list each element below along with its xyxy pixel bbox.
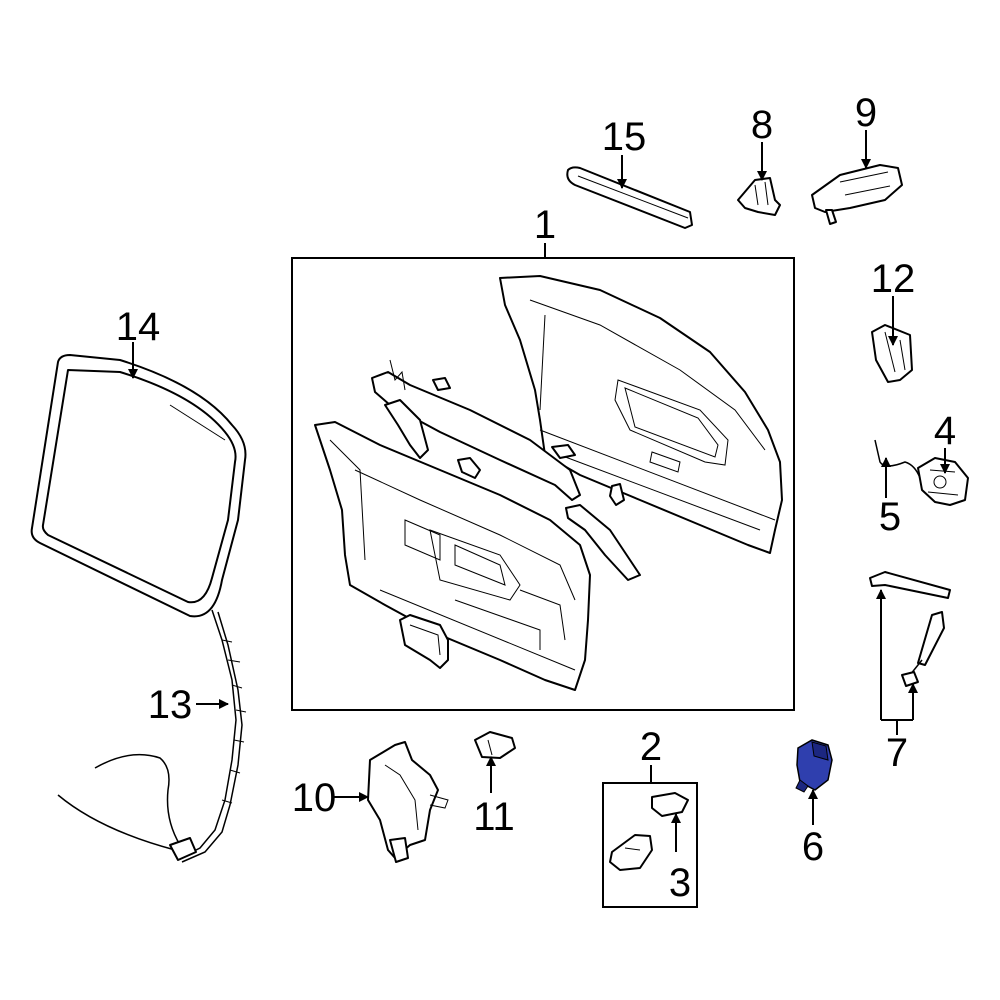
part-7-strut-upper[interactable] xyxy=(869,571,951,599)
part-15-molding[interactable] xyxy=(566,166,693,229)
part-5-cable[interactable] xyxy=(874,439,921,479)
leader-7-bracket xyxy=(880,598,914,735)
callout-6: 6 xyxy=(802,825,824,869)
callout-13: 13 xyxy=(148,683,193,727)
callout-3: 3 xyxy=(669,861,691,905)
liftgate-assembly-frame xyxy=(291,257,795,711)
callout-15: 15 xyxy=(602,115,647,159)
callout-14: 14 xyxy=(116,305,161,349)
callout-2: 2 xyxy=(640,725,662,769)
part-4-latch[interactable] xyxy=(917,457,969,506)
part-11-clip[interactable] xyxy=(474,731,516,759)
part-3-bumper[interactable] xyxy=(651,792,689,817)
part-2-bumper-pad[interactable] xyxy=(609,834,653,871)
callout-12: 12 xyxy=(871,257,916,301)
callout-7: 7 xyxy=(886,731,908,775)
part-8-bracket[interactable] xyxy=(737,177,781,216)
part-1-liftgate[interactable] xyxy=(314,275,783,691)
part-10-actuator[interactable] xyxy=(367,741,449,863)
part-14-weatherstrip[interactable] xyxy=(30,354,247,618)
part-7-strut-lower[interactable] xyxy=(901,611,945,687)
part-6-switch[interactable] xyxy=(795,739,833,793)
part-9-handle[interactable] xyxy=(811,164,903,225)
callout-5: 5 xyxy=(879,495,901,539)
callout-11: 11 xyxy=(473,795,515,839)
callout-4: 4 xyxy=(934,409,956,453)
part-13-wiring-harness[interactable] xyxy=(57,609,247,863)
callout-1: 1 xyxy=(534,203,556,247)
part-12-bracket[interactable] xyxy=(871,324,913,383)
callout-10: 10 xyxy=(292,776,337,820)
callout-8: 8 xyxy=(751,103,773,147)
callout-9: 9 xyxy=(855,91,877,135)
